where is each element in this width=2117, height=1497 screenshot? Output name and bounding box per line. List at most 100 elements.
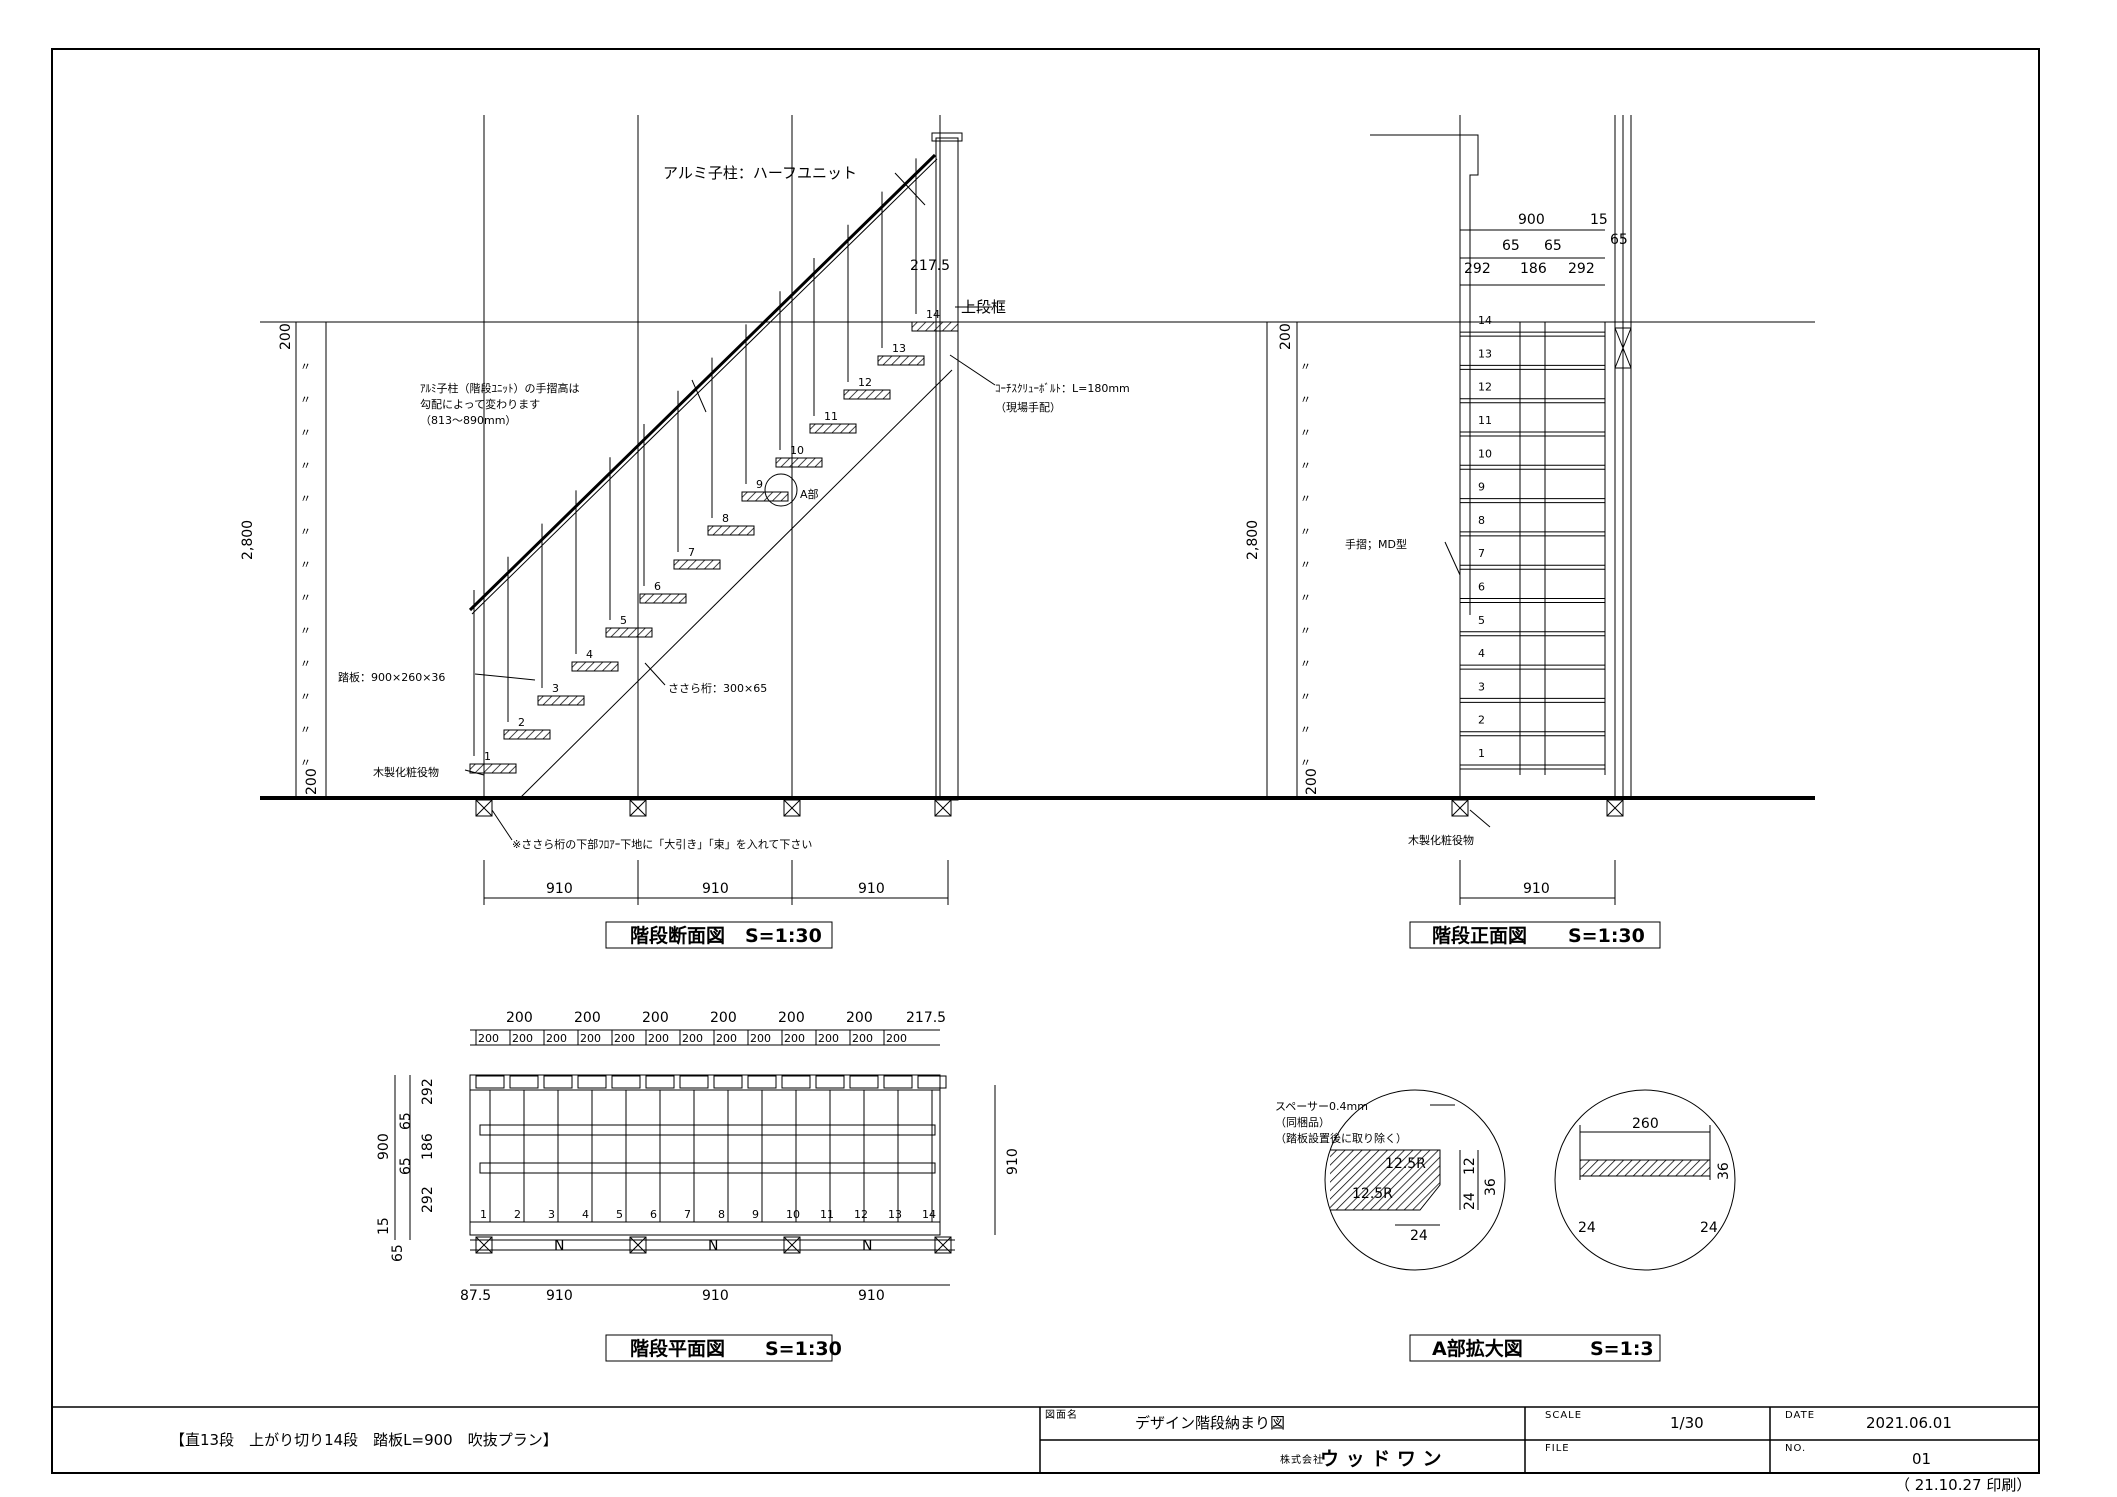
plan-step-number: 5 (616, 1208, 623, 1221)
rise-mark: 〃 (1300, 690, 1311, 703)
section-tread (843, 389, 891, 400)
section-step-number: 10 (790, 444, 804, 457)
plan-left-186: 186 (420, 1133, 436, 1160)
plan-step-number: 2 (514, 1208, 521, 1221)
plan-sub-dim: 200 (478, 1032, 499, 1045)
section-height: 2,800 (240, 520, 256, 560)
plan-left-15: 15 (376, 1217, 392, 1235)
plan-bottom-start: 87.5 (460, 1288, 491, 1304)
section-step-number: 13 (892, 342, 906, 355)
front-step-number: 13 (1478, 347, 1492, 360)
plan-top-dim-4: 200 (710, 1010, 737, 1026)
floor-box-cross (1606, 799, 1624, 817)
plan-left-65c: 65 (390, 1244, 406, 1262)
front-offset: 15 (1590, 212, 1608, 228)
sheet-border (51, 48, 2040, 1474)
printed-date: （ 21.10.27 印刷） (1895, 1476, 2031, 1494)
plan-box-cross (783, 1236, 801, 1254)
plan-tread-cap (509, 1075, 539, 1089)
front-step-number: 1 (1478, 747, 1485, 760)
plan-top-dim-2: 200 (574, 1010, 601, 1026)
section-tread (673, 559, 721, 570)
plan-span-3: 910 (858, 1288, 885, 1304)
detail-scale: S=1:3 (1590, 1338, 1654, 1360)
plan-box (629, 1236, 647, 1254)
floor-box (1451, 799, 1469, 817)
section-scale: S=1:30 (745, 925, 822, 947)
spacer-line3: （踏板設置後に取り除く） (1275, 1131, 1407, 1145)
handrail-unit-label: アルミ子柱：ハーフユニット (663, 164, 857, 182)
plan-step-number: 11 (820, 1208, 834, 1221)
section-step-number: 6 (654, 580, 661, 593)
plan-top-dim-5: 200 (778, 1010, 805, 1026)
plan-tread-cap (883, 1075, 913, 1089)
detail-24b: 24 (1410, 1228, 1428, 1244)
plan-sub-dim: 200 (546, 1032, 567, 1045)
section-step-number: 7 (688, 546, 695, 559)
section-steps (469, 321, 959, 774)
front-step-number: 7 (1478, 547, 1485, 560)
section-step-number: 9 (756, 478, 763, 491)
coach-bolt-label: ｺｰﾁｽｸﾘｭｰﾎﾞﾙﾄ：L=180mm (995, 382, 1130, 395)
section-tread (503, 729, 551, 740)
plan-step-number: 3 (548, 1208, 555, 1221)
plan-sub-dim: 200 (580, 1032, 601, 1045)
rise-mark: 〃 (1300, 657, 1311, 670)
section-tread (537, 695, 585, 706)
top-frame-label: 上段框 (961, 298, 1006, 316)
plan-left-292a: 292 (420, 1078, 436, 1105)
section-step-number: 14 (926, 308, 940, 321)
plan-top-dim-6: 200 (846, 1010, 873, 1026)
plan-sub-dim: 200 (648, 1032, 669, 1045)
plan-step-number: 12 (854, 1208, 868, 1221)
rise-mark: 〃 (1300, 459, 1311, 472)
plan-sub-dim: 200 (784, 1032, 805, 1045)
detail-36b: 36 (1716, 1162, 1732, 1180)
section-title: 階段断面図 (630, 924, 725, 947)
plan-sub-dim: 200 (614, 1032, 635, 1045)
section-step-number: 2 (518, 716, 525, 729)
plan-sub-dim: 200 (682, 1032, 703, 1045)
section-tread (605, 627, 653, 638)
plan-left-total: 900 (376, 1133, 392, 1160)
floor-box-cross (934, 799, 952, 817)
rise-mark: 〃 (1300, 723, 1311, 736)
plan-north-3: N (862, 1238, 872, 1254)
plan-step-number: 4 (582, 1208, 589, 1221)
front-step-number: 14 (1478, 314, 1492, 327)
plan-step-number: 10 (786, 1208, 800, 1221)
section-tread (707, 525, 755, 536)
rise-mark: 〃 (1300, 492, 1311, 505)
rise-mark: 〃 (300, 525, 311, 538)
handrail-note-line2: 勾配によって変わります (420, 397, 540, 411)
plan-sub-dim: 200 (852, 1032, 873, 1045)
section-rise-marks: 〃〃〃〃〃〃〃〃〃〃〃〃〃 (300, 360, 311, 769)
section-span-2: 910 (702, 881, 729, 897)
rise-mark: 〃 (1300, 360, 1311, 373)
plan-tread-cap (611, 1075, 641, 1089)
plan-step-number: 8 (718, 1208, 725, 1221)
plan-tread-cap (475, 1075, 505, 1089)
section-tread (469, 763, 517, 774)
floor-box (629, 799, 647, 817)
plan-box (783, 1236, 801, 1254)
section-tread (911, 321, 959, 332)
section-tread (877, 355, 925, 366)
spacer-line2: （同梱品） (1275, 1115, 1330, 1129)
plan-tread-cap (577, 1075, 607, 1089)
rise-mark: 〃 (1300, 426, 1311, 439)
no-value: 01 (1912, 1450, 1931, 1468)
section-step-number: 1 (484, 750, 491, 763)
plan-top-dim-3: 200 (642, 1010, 669, 1026)
plan-left-65a: 65 (398, 1112, 414, 1130)
front-height: 2,800 (1245, 520, 1261, 560)
plan-sub-dim: 200 (818, 1032, 839, 1045)
detail-24a: 24 (1462, 1192, 1478, 1210)
detail-r2: 12.5R (1352, 1186, 1393, 1202)
plan-tread-cap (849, 1075, 879, 1089)
plan-title: 階段平面図 (630, 1337, 725, 1360)
plan-box-cross (934, 1236, 952, 1254)
plan-north-1: N (554, 1238, 564, 1254)
